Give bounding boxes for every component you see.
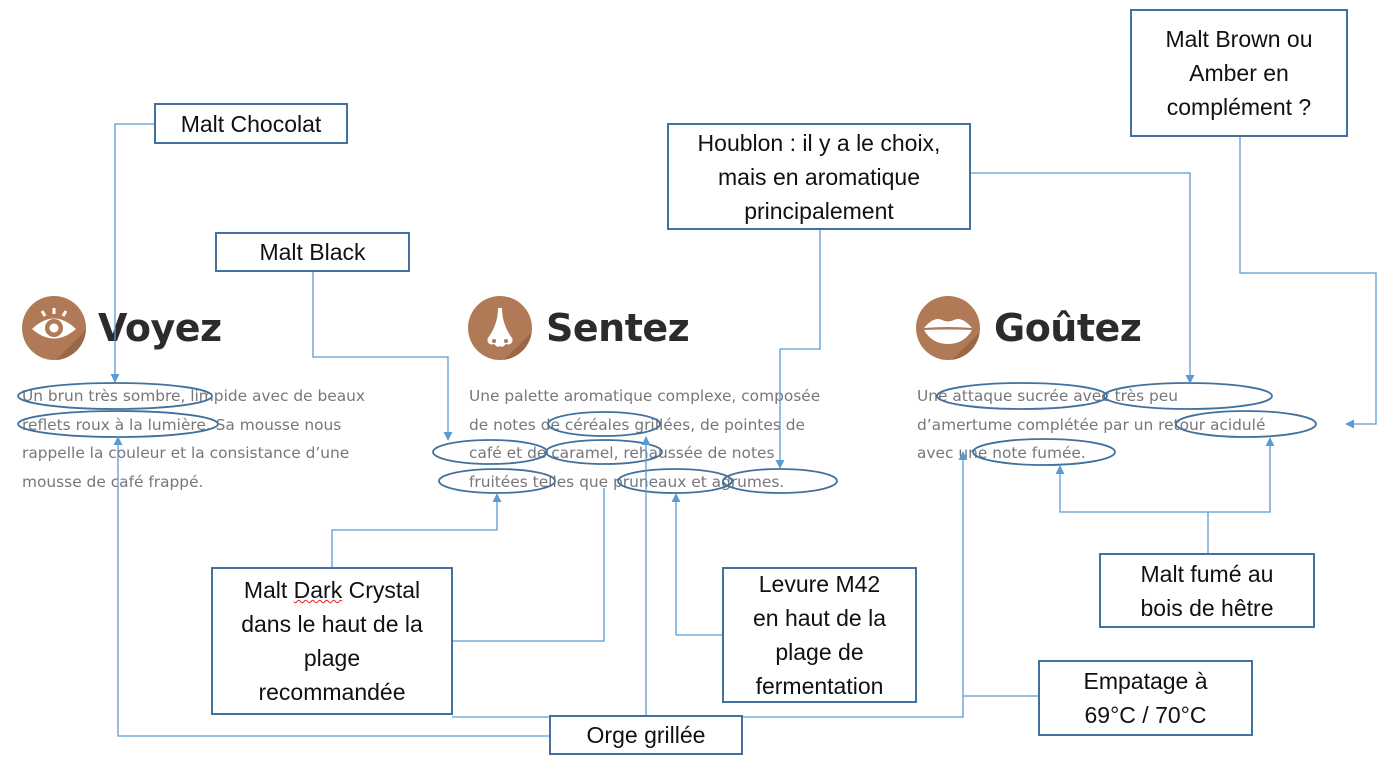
empatage-label: Empatage à 69°C / 70°C <box>1038 660 1253 736</box>
malt-dark-crystal-word-malt: Malt <box>243 577 294 603</box>
malt-chocolat-label: Malt Chocolat <box>154 103 348 144</box>
levure-label: Levure M42 en haut de la plage de fermen… <box>722 567 917 703</box>
houblon-label: Houblon : il y a le choix, mais en aroma… <box>667 123 971 230</box>
malt-dark-crystal-rest: dans le haut de la plage recommandée <box>241 611 423 705</box>
malt-brown-label: Malt Brown ou Amber en complément ? <box>1130 9 1348 137</box>
malt-fume-label: Malt fumé au bois de hêtre <box>1099 553 1315 628</box>
lips-icon <box>916 296 980 360</box>
orge-grillee-label: Orge grillée <box>549 715 743 755</box>
malt-dark-crystal-word-crystal: Crystal <box>342 577 421 603</box>
eye-icon <box>22 296 86 360</box>
malt-dark-crystal-first-line: Malt Dark Crystal <box>244 573 420 607</box>
malt-dark-crystal-label: Malt Dark Crystal dans le haut de la pla… <box>211 567 453 715</box>
voyez-heading: Voyez <box>98 306 222 350</box>
malt-black-label: Malt Black <box>215 232 410 272</box>
malt-dark-crystal-word-dark: Dark <box>293 577 343 603</box>
nose-icon <box>468 296 532 360</box>
sentez-heading: Sentez <box>546 306 690 350</box>
goutez-heading: Goûtez <box>994 306 1142 350</box>
